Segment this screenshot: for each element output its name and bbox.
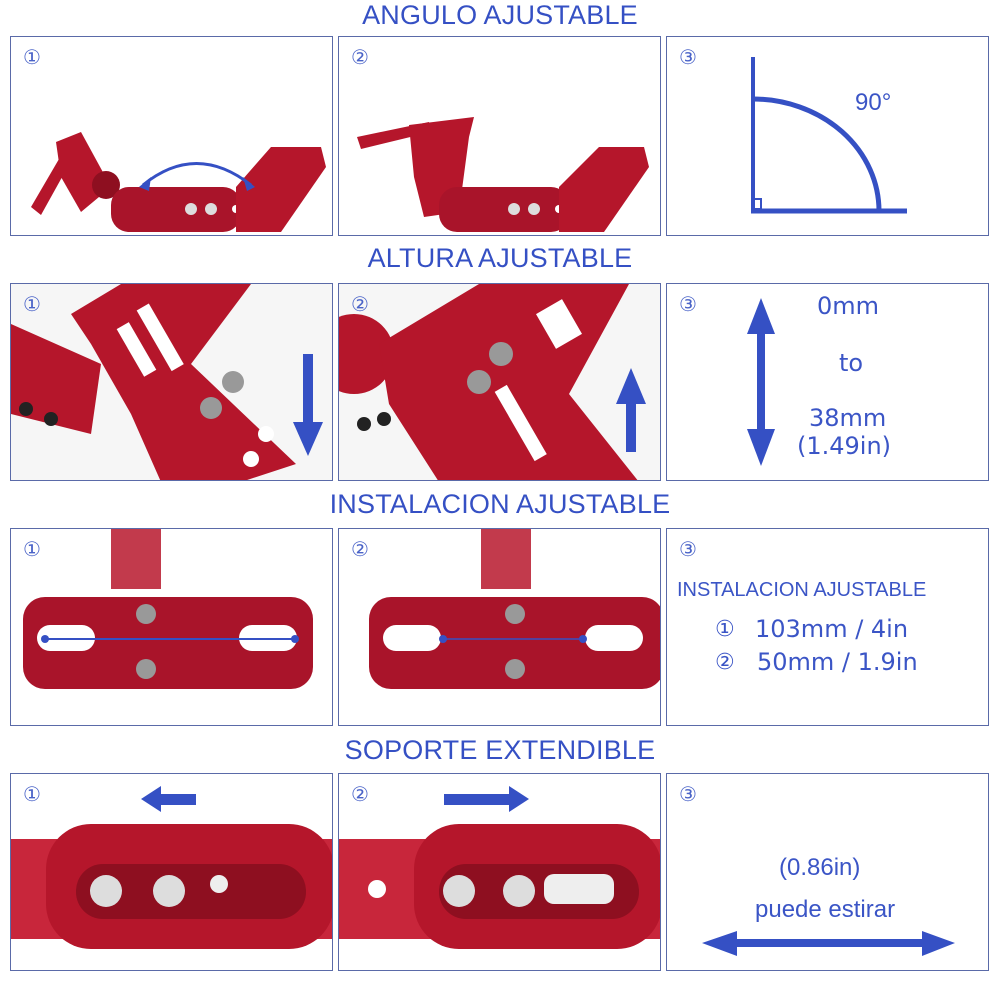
plate-narrow-spacing-image	[369, 529, 660, 689]
panel-angle-1: ①	[10, 36, 333, 236]
section-title-altura: ALTURA AJUSTABLE	[367, 243, 633, 273]
angle-label: 90°	[855, 89, 892, 116]
arrow-down-icon	[293, 422, 323, 456]
height-min: 0mm	[817, 292, 880, 320]
panel-extend-3: ③ (0.86in) puede estirar	[666, 773, 989, 971]
step-number: ②	[351, 537, 369, 561]
option-marker: ②	[715, 650, 735, 675]
install-heading: INSTALACION AJUSTABLE	[677, 579, 927, 601]
arrow-left-icon	[141, 786, 196, 812]
panel-angle-2: ②	[338, 36, 661, 236]
section-title-angulo: ANGULO AJUSTABLE	[362, 0, 638, 30]
plate-wide-spacing-image	[23, 529, 313, 689]
section-title-soporte: SOPORTE EXTENDIBLE	[344, 735, 656, 765]
option-value: 103mm / 4in	[755, 615, 909, 643]
extend-measure: (0.86in)	[779, 854, 861, 881]
panel-install-3: ③ INSTALACION AJUSTABLE ① 103mm / 4in ② …	[666, 528, 989, 726]
arm-extended-image	[339, 786, 660, 949]
step-number: ③	[679, 292, 697, 316]
plate-lowered-image	[11, 284, 323, 480]
step-number: ①	[23, 537, 41, 561]
panel-angle-3: ③ 90°	[666, 36, 989, 236]
height-max: 38mm	[809, 404, 887, 432]
double-arrow-horizontal-icon	[702, 931, 955, 956]
bracket-open-image	[357, 117, 649, 232]
step-number: ③	[679, 782, 697, 806]
panel-install-2: ②	[338, 528, 661, 726]
step-number: ②	[351, 782, 369, 806]
panel-install-1: ①	[10, 528, 333, 726]
step-number: ①	[23, 782, 41, 806]
curved-arrow-icon	[142, 162, 252, 187]
step-number: ①	[23, 45, 41, 69]
arrow-up-icon	[616, 368, 646, 404]
right-angle-diagram-icon	[751, 57, 907, 214]
step-number: ③	[679, 45, 697, 69]
bracket-folded-image	[31, 132, 326, 232]
section-title-instalacion: INSTALACION AJUSTABLE	[329, 489, 671, 519]
plate-raised-image	[339, 284, 646, 480]
panel-height-3: ③ 0mm to 38mm (1.49in)	[666, 283, 989, 481]
height-max-inches: (1.49in)	[797, 432, 892, 460]
height-to: to	[839, 349, 864, 377]
option-value: 50mm / 1.9in	[757, 648, 918, 676]
panel-extend-2: ②	[338, 773, 661, 971]
arrow-right-icon	[444, 786, 529, 812]
option-marker: ①	[715, 617, 735, 642]
arm-retracted-image	[11, 786, 332, 949]
panel-height-2: ②	[338, 283, 661, 481]
panel-height-1: ①	[10, 283, 333, 481]
step-number: ②	[351, 45, 369, 69]
step-number: ①	[23, 292, 41, 316]
step-number: ③	[679, 537, 697, 561]
step-number: ②	[351, 292, 369, 316]
panel-extend-1: ①	[10, 773, 333, 971]
extend-label: puede estirar	[755, 896, 896, 923]
double-arrow-vertical-icon	[747, 298, 775, 466]
